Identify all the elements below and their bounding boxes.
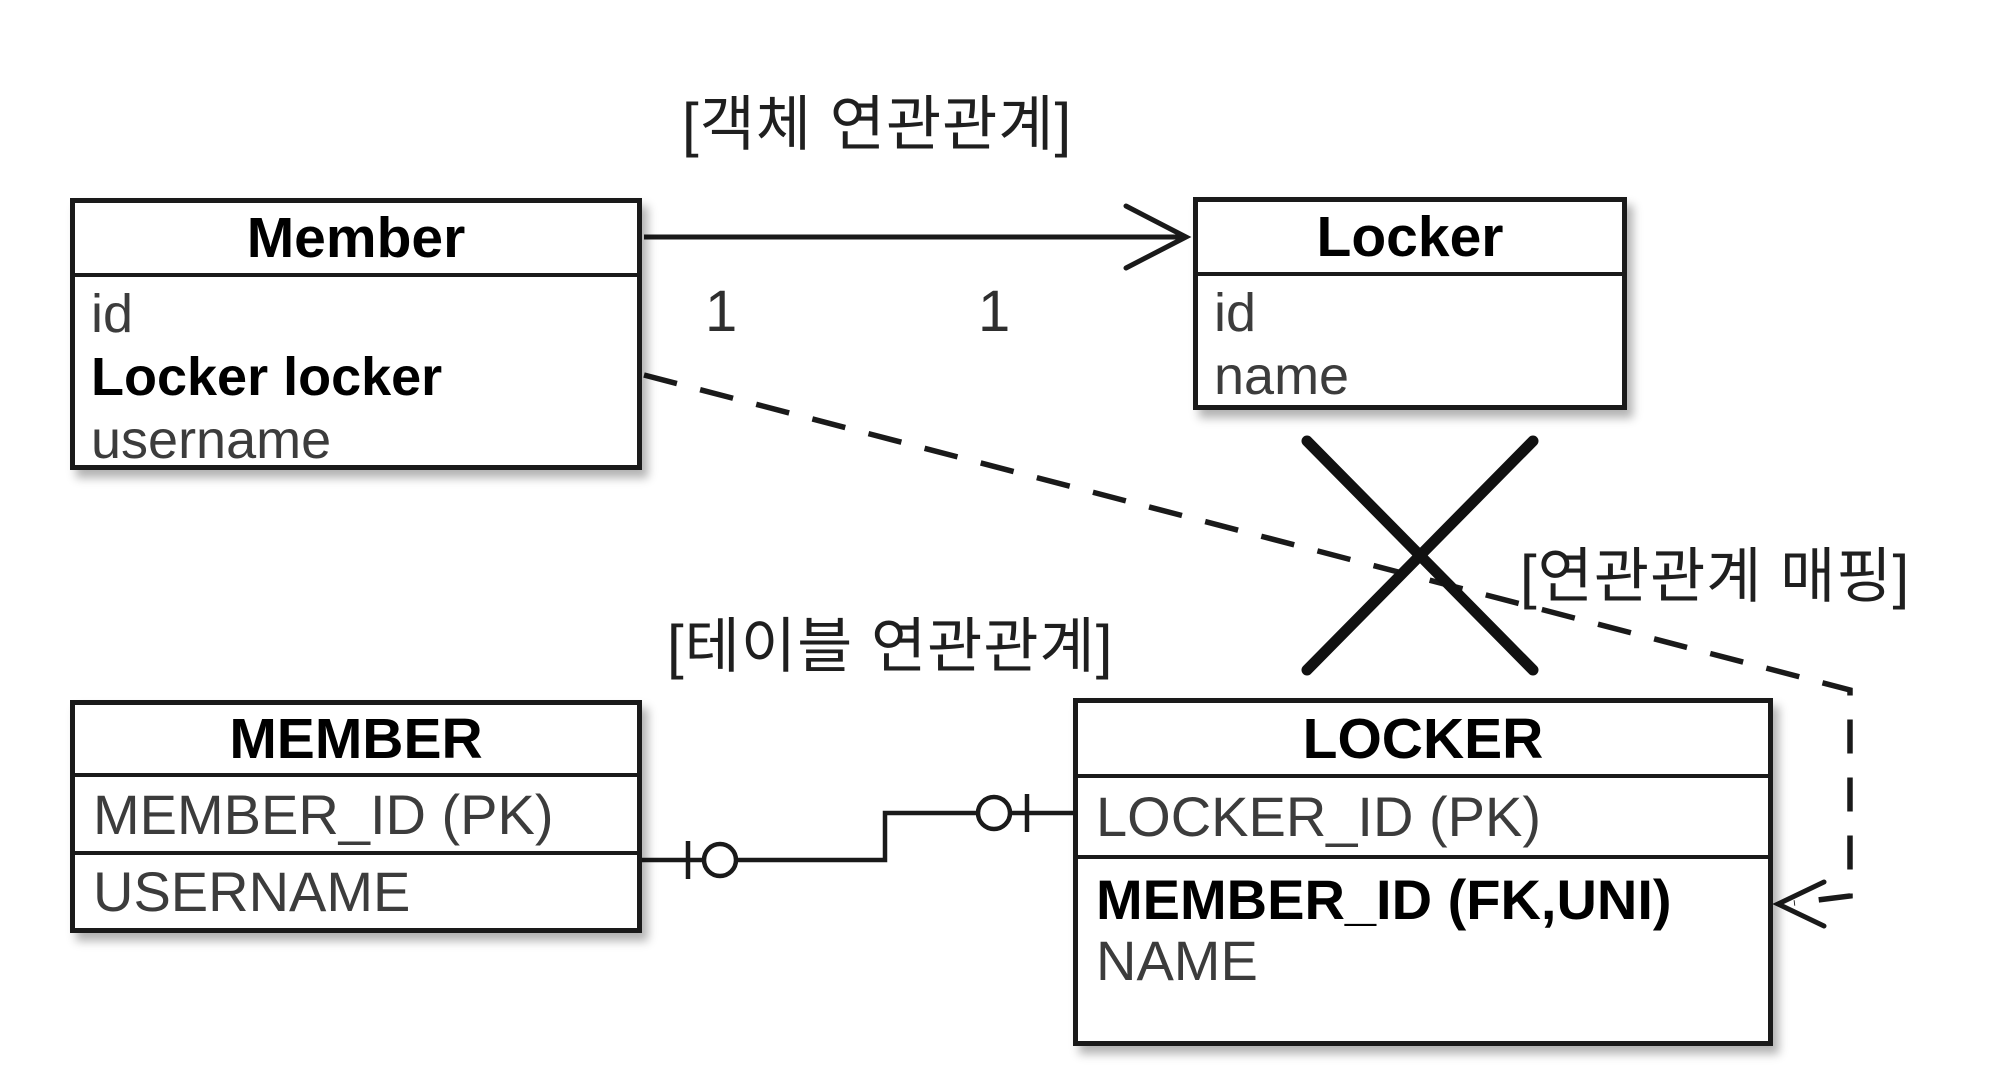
multiplicity-source: 1 — [705, 279, 738, 344]
member-table-box: MEMBER MEMBER_ID (PK) USERNAME — [70, 700, 642, 933]
locker-table-col-locker-id: LOCKER_ID (PK) — [1078, 778, 1768, 859]
member-class-box: Member id Locker locker username — [70, 198, 642, 470]
member-field-locker: Locker locker — [91, 347, 443, 407]
caption-table-association: [테이블 연관관계] — [667, 613, 1114, 680]
locker-field-name: name — [1214, 346, 1350, 406]
member-class-fields: id Locker locker username — [75, 277, 637, 472]
caption-object-association: [객체 연관관계] — [682, 91, 1073, 158]
member-field-id: id — [91, 284, 134, 344]
member-class-title: Member — [75, 203, 637, 277]
member-table-title: MEMBER — [75, 705, 637, 777]
locker-class-fields: id name — [1198, 276, 1622, 408]
mapping-dashed-arrow — [643, 372, 1853, 929]
member-field-username: username — [91, 410, 332, 470]
locker-field-id: id — [1214, 283, 1257, 343]
multiplicity-target: 1 — [978, 279, 1011, 344]
optional-circle-right-icon — [975, 794, 1013, 832]
caption-association-mapping: [연관관계 매핑] — [1520, 543, 1911, 610]
locker-table-col-member-id-fk: MEMBER_ID (FK,UNI) — [1096, 867, 1672, 931]
fk-relationship-connector — [642, 794, 1073, 879]
association-arrowhead-icon — [1123, 203, 1192, 271]
locker-table-box: LOCKER LOCKER_ID (PK) MEMBER_ID (FK,UNI)… — [1073, 698, 1773, 1046]
locker-table-title: LOCKER — [1078, 703, 1768, 778]
mapping-arrowhead-icon — [1772, 879, 1827, 929]
locker-class-title: Locker — [1198, 202, 1622, 276]
cross-out-x-icon — [1301, 435, 1539, 676]
member-table-col-username: USERNAME — [93, 860, 411, 923]
association-arrow — [644, 203, 1192, 271]
optional-circle-left-icon — [701, 841, 739, 879]
member-table-col-member-id: MEMBER_ID (PK) — [75, 777, 637, 855]
locker-class-box: Locker id name — [1193, 197, 1627, 410]
locker-table-col-name: NAME — [1096, 928, 1258, 992]
